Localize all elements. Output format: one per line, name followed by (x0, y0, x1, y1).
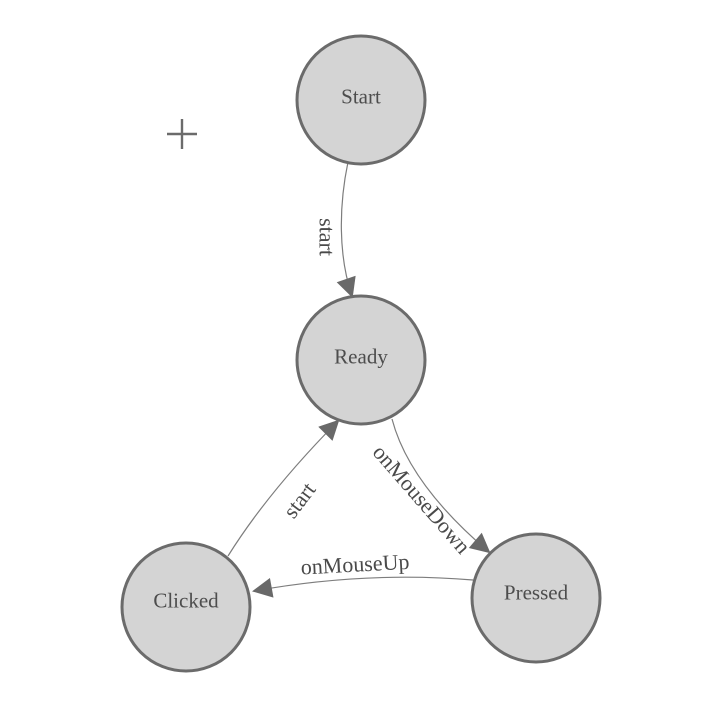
edge-start-to-ready[interactable] (336, 161, 356, 298)
node-clicked-label: Clicked (153, 588, 219, 612)
edge-label-start-left: start (278, 477, 321, 522)
node-ready-circle (295, 294, 427, 426)
node-pressed-circle (470, 532, 602, 664)
edge-label-start-top: start (314, 218, 339, 256)
crosshair-icon (167, 119, 197, 149)
node-pressed-label: Pressed (504, 580, 569, 604)
edge-label-onmousedown: onMouseDown (368, 440, 476, 559)
edge-pressed-to-clicked[interactable] (252, 576, 474, 598)
node-start-label: Start (341, 84, 381, 108)
edge-clicked-to-ready[interactable] (227, 419, 340, 557)
node-ready-label: Ready (334, 344, 388, 368)
node-clicked-circle (120, 541, 252, 673)
node-ready[interactable]: Ready (295, 294, 427, 426)
edge-ready-to-pressed[interactable] (391, 418, 491, 554)
crosshair-icon-strokes (167, 119, 197, 149)
node-start[interactable]: Start (295, 34, 427, 166)
node-pressed[interactable]: Pressed (470, 532, 602, 664)
edge-label-onmouseup: onMouseUp (300, 549, 410, 580)
node-clicked[interactable]: Clicked (120, 541, 252, 673)
node-start-circle (295, 34, 427, 166)
